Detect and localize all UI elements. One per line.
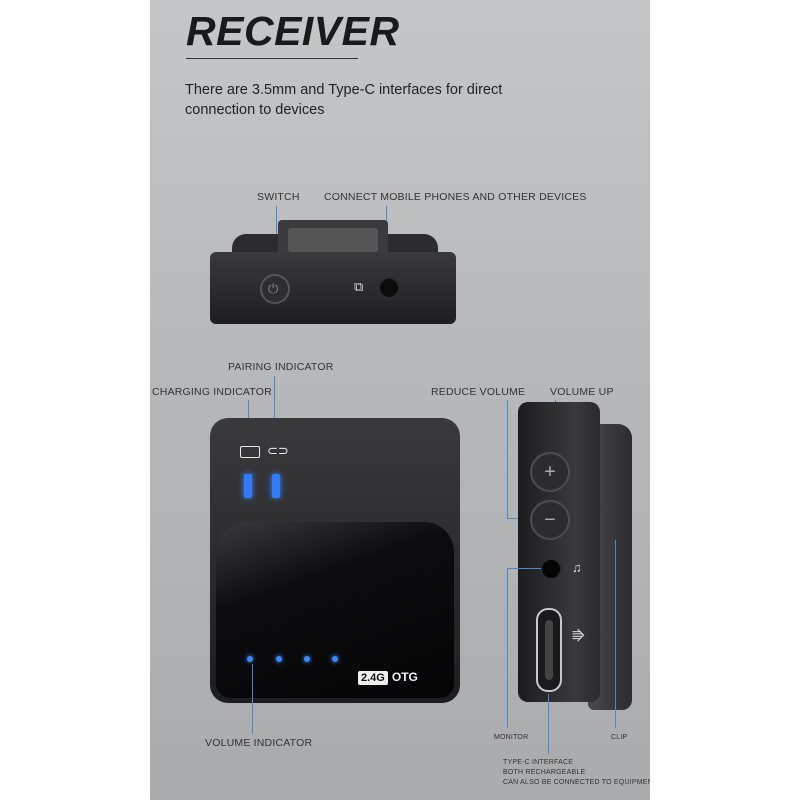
top-clip-inner (288, 228, 378, 252)
minus-icon: − (544, 509, 556, 531)
page-subtitle: There are 3.5mm and Type-C interfaces fo… (185, 82, 503, 118)
label-typec-3: CAN ALSO BE CONNECTED TO EQUIPMENT (503, 779, 650, 786)
headphone-icon: ♫ (572, 560, 582, 575)
plus-icon: + (544, 461, 556, 483)
label-volume-indicator: VOLUME INDICATOR (205, 737, 313, 749)
pairing-led (272, 474, 280, 498)
leader-monitor (507, 568, 508, 728)
monitor-jack (540, 558, 562, 580)
receiver-top-view: ⏻ ⧉ (210, 220, 456, 326)
battery-icon (240, 446, 260, 458)
leader-monitor-h (507, 568, 541, 569)
volume-led (332, 656, 338, 662)
label-switch: SWITCH (257, 191, 300, 203)
label-reduce-volume: REDUCE VOLUME (431, 386, 526, 398)
volume-up-button: + (530, 452, 570, 492)
volume-led (247, 656, 253, 662)
charging-led (244, 474, 252, 498)
leader-reduce-volume (507, 400, 508, 518)
phone-connect-icon: ⧉ (354, 279, 364, 294)
leader-volume-indicator (252, 664, 253, 734)
label-charging: CHARGING INDICATOR (152, 386, 272, 398)
type-c-port (536, 608, 562, 692)
volume-led (276, 656, 282, 662)
product-panel: RECEIVER There are 3.5mm and Type-C inte… (150, 0, 650, 800)
label-typec-1: TYPE-C INTERFACE (503, 759, 574, 766)
label-clip: CLIP (611, 734, 628, 741)
page-title: RECEIVER (186, 8, 400, 54)
usb-icon: ⭆ (572, 628, 585, 644)
volume-led (304, 656, 310, 662)
badge-24g: 2.4G (358, 671, 388, 685)
label-typec-2: BOTH RECHARGEABLE (503, 769, 586, 776)
label-monitor: MONITOR (494, 734, 529, 741)
label-volume-up: VOLUME UP (550, 386, 614, 398)
leader-clip (615, 540, 616, 728)
link-icon: ⊂⊃ (267, 443, 289, 458)
power-icon: ⏻ (268, 281, 279, 296)
type-c-port-inner (545, 620, 553, 680)
label-pairing: PAIRING INDICATOR (228, 361, 334, 373)
top-body: ⏻ ⧉ (210, 252, 456, 324)
label-connect: CONNECT MOBILE PHONES AND OTHER DEVICES (324, 191, 587, 203)
front-glass (216, 522, 454, 698)
volume-down-button: − (530, 500, 570, 540)
leader-pairing (274, 376, 275, 444)
badge-otg: OTG (391, 670, 418, 684)
audio-jack (378, 277, 400, 299)
title-underline (186, 58, 358, 59)
leader-typec (548, 694, 549, 754)
switch-button: ⏻ (260, 274, 290, 304)
